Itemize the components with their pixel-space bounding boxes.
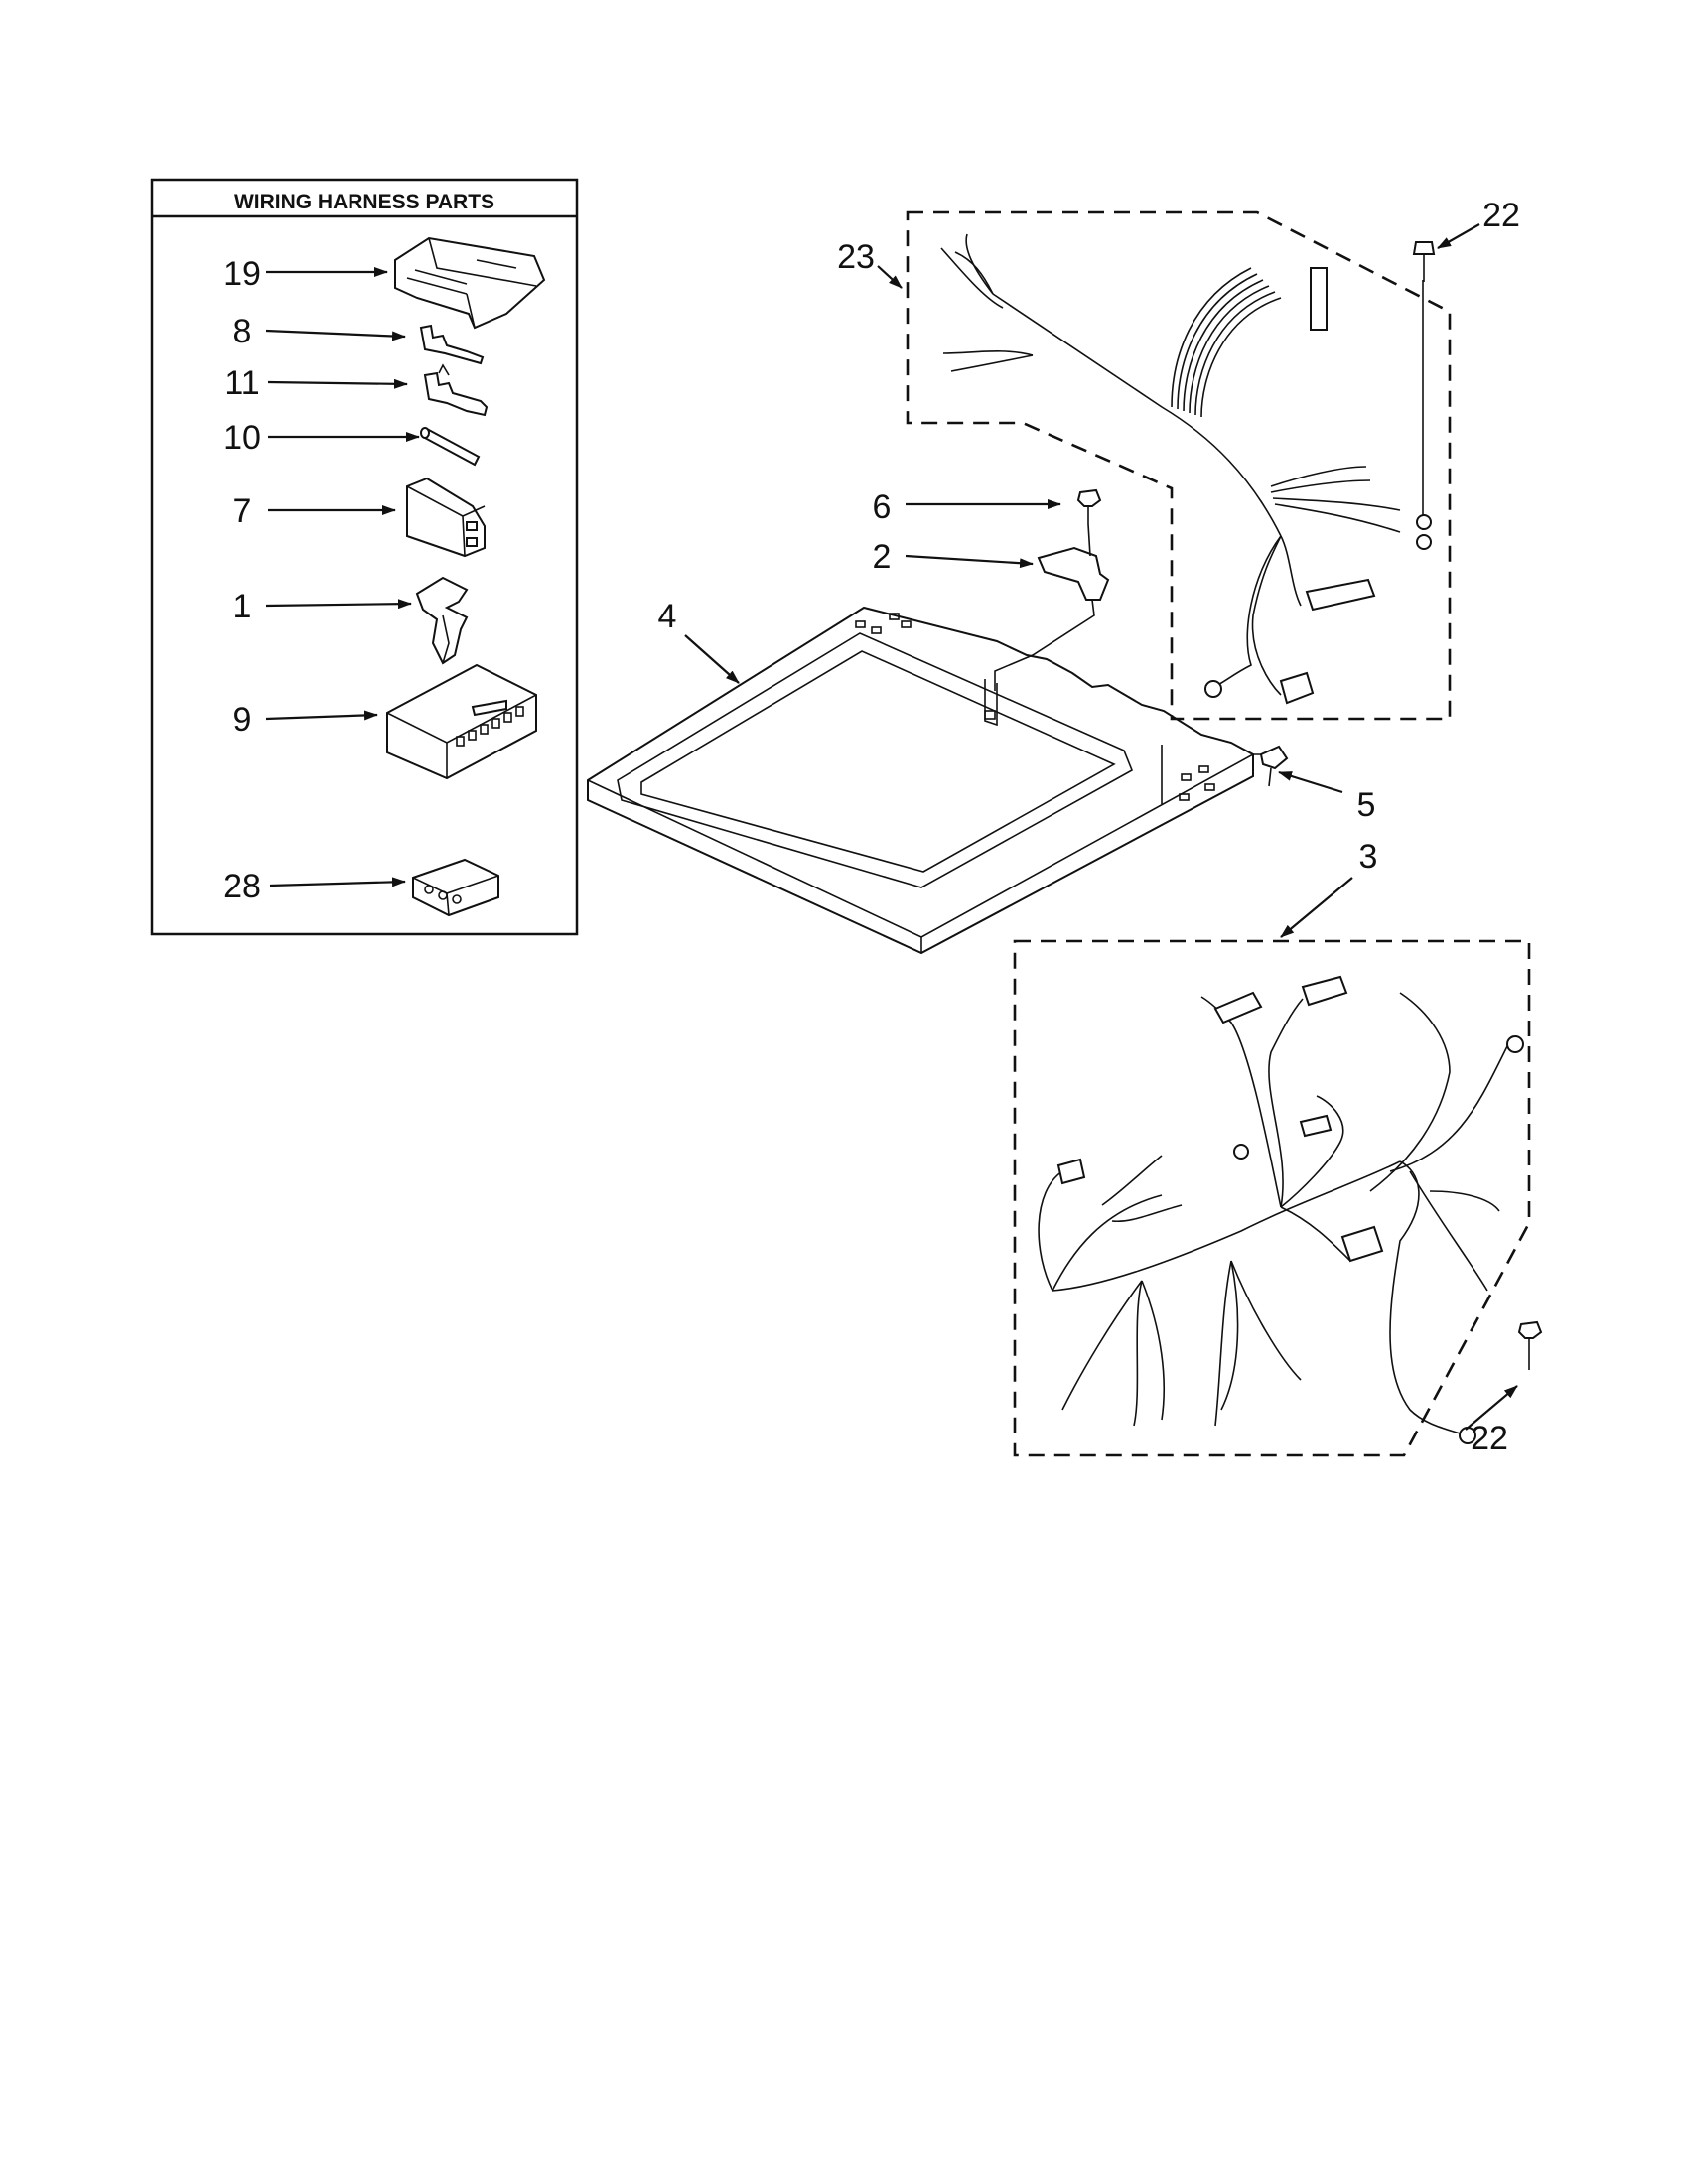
splice-sleeve-10-icon xyxy=(420,427,481,467)
callout-8: 8 xyxy=(233,313,252,350)
connector-block-9-icon xyxy=(386,663,537,780)
harness-23-outline xyxy=(906,210,1452,721)
harness-23-wires xyxy=(940,233,1436,705)
screw-6-icon xyxy=(1076,488,1102,524)
callout-10: 10 xyxy=(223,419,261,457)
callout-19: 19 xyxy=(223,255,261,293)
callout-6: 6 xyxy=(873,488,892,526)
harness-3-outline xyxy=(1013,939,1531,1457)
callout-22-lower: 22 xyxy=(1471,1420,1508,1457)
callout-11: 11 xyxy=(224,364,259,402)
wiring-harness-parts-box: WIRING HARNESS PARTS 19 8 11 10 xyxy=(150,178,579,936)
connector-7-icon xyxy=(406,477,486,558)
callout-23: 23 xyxy=(837,238,875,276)
callout-3: 3 xyxy=(1359,838,1378,876)
terminal-8-icon xyxy=(419,324,485,365)
screw-22-lower-icon xyxy=(1517,1320,1543,1370)
callout-4: 4 xyxy=(658,598,677,635)
callout-22-upper: 22 xyxy=(1482,197,1520,234)
callout-9: 9 xyxy=(233,701,252,739)
callout-2: 2 xyxy=(873,538,892,576)
bracket-2-icon xyxy=(994,523,1110,691)
panel-slots xyxy=(855,613,1215,801)
connector-housing-19-icon xyxy=(394,236,546,330)
top-panel xyxy=(587,606,1254,955)
harness-3-wires xyxy=(1038,975,1524,1444)
callout-28: 28 xyxy=(223,868,261,905)
callout-5: 5 xyxy=(1357,786,1376,824)
wire-clip-1-icon xyxy=(415,576,469,665)
terminal-11-icon xyxy=(423,363,489,417)
callout-7: 7 xyxy=(233,492,252,530)
inset-box-title: WIRING HARNESS PARTS xyxy=(234,191,494,213)
clip-5-icon xyxy=(1253,745,1289,787)
connector-28-icon xyxy=(412,858,499,917)
callout-1: 1 xyxy=(233,588,252,625)
